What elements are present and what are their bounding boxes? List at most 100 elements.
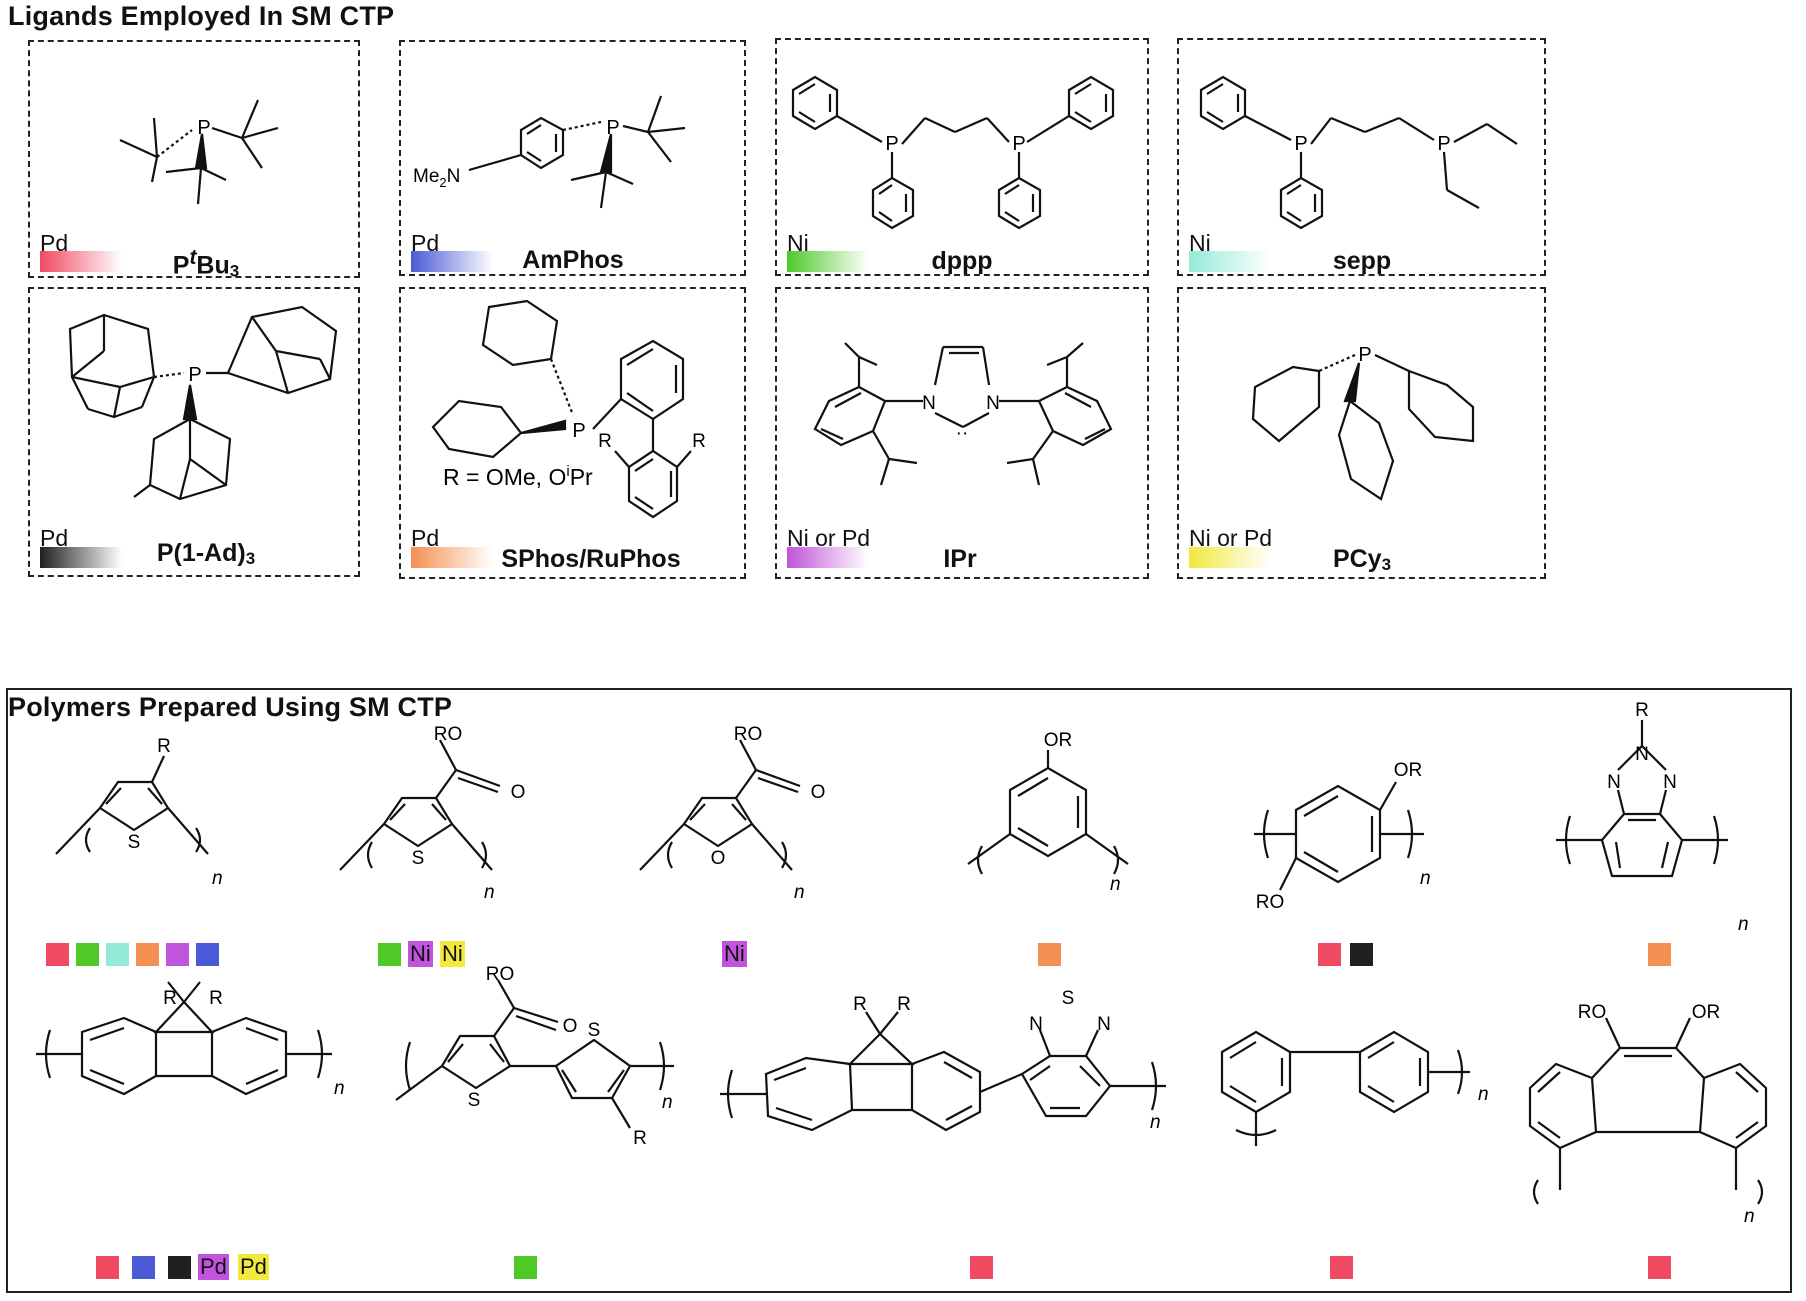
- polymer-fluorene: [36, 981, 332, 1096]
- chip-amphos: [196, 943, 219, 966]
- chip-sepp: [106, 943, 129, 966]
- ligand-box-ipr: N N ·· Ni or Pd IPr: [775, 287, 1149, 579]
- chip-pcy3-pd: Pd: [238, 1254, 269, 1280]
- ptbu3-structure: P: [119, 99, 279, 205]
- ligand-box-pcy3: P Ni or Pd PCy3: [1177, 287, 1546, 579]
- repeat-n: n: [662, 1092, 673, 1113]
- repeat-n: n: [484, 882, 495, 903]
- metal-label-p1ad3: Pd: [40, 525, 69, 551]
- polymers-section-title: Polymers Prepared Using SM CTP: [8, 692, 453, 722]
- chip-dppp: [514, 1256, 537, 1279]
- ligand-box-sphos: P R R R = OMe, OiPr Pd SPhos/RuPhos: [399, 287, 746, 579]
- atom-label-n: N: [986, 393, 1000, 414]
- atom-label-n: N: [922, 393, 936, 414]
- polymer-phenanthrene: [1528, 1017, 1768, 1205]
- chip-sphos: [1648, 943, 1671, 966]
- atom-label-r: R: [633, 1128, 647, 1149]
- atom-label-p: P: [1294, 133, 1307, 155]
- ligand-name-sepp: sepp: [1332, 247, 1392, 275]
- repeat-n: n: [1150, 1112, 1161, 1133]
- atom-label-r: R: [157, 736, 171, 757]
- chip-ptbu3: [1330, 1256, 1353, 1279]
- ligand-box-ptbu3: P Pd PtBu3: [28, 40, 360, 281]
- ligand-box-p1ad3: P Pd P(1-Ad)3: [28, 287, 360, 577]
- ligand-name-pcy3: PCy3: [1332, 545, 1392, 574]
- chip-ipr-pd: Pd: [198, 1254, 229, 1280]
- polymer-biphenylene: [1220, 1030, 1470, 1146]
- atom-label-r: R: [1635, 700, 1649, 721]
- chip-sphos: [136, 943, 159, 966]
- polymer-bithiophene-ester: [395, 979, 674, 1129]
- atom-label-o: O: [711, 848, 726, 869]
- color-swatch-dppp: [787, 251, 869, 272]
- atom-label-ro: RO: [434, 724, 463, 745]
- chip-pcy3-ni: Ni: [440, 941, 465, 967]
- atom-label-or: OR: [1394, 760, 1423, 781]
- atom-label-n: N: [1663, 772, 1677, 793]
- polymer-benzotriazole: [1556, 720, 1728, 878]
- atom-label-r: R: [163, 988, 177, 1009]
- ligand-name-sphos: SPhos/RuPhos: [501, 545, 681, 573]
- repeat-n: n: [1744, 1206, 1755, 1227]
- repeat-n: n: [212, 868, 223, 889]
- repeat-n: n: [794, 882, 805, 903]
- polymer-thiophene-ester: [339, 739, 501, 871]
- chip-dppp: [76, 943, 99, 966]
- color-swatch-sphos: [411, 547, 493, 568]
- color-swatch-pcy3: [1189, 547, 1271, 568]
- metal-label-sphos: Pd: [411, 525, 440, 551]
- ligand-name-ipr: IPr: [943, 545, 977, 573]
- polymer-meta-phenylene: [967, 750, 1129, 875]
- repeat-n: n: [1478, 1084, 1489, 1105]
- atom-label-ro: RO: [734, 724, 763, 745]
- ipr-structure: N N ··: [813, 342, 1113, 486]
- color-swatch-ptbu3: [40, 251, 122, 272]
- atom-label-p: P: [572, 420, 585, 442]
- atom-label-s: S: [588, 1020, 601, 1041]
- chip-ptbu3: [1648, 1256, 1671, 1279]
- atom-label-n: N: [1029, 1014, 1043, 1035]
- atom-label-p: P: [1358, 344, 1371, 366]
- atom-label-o: O: [563, 1016, 578, 1037]
- atom-label-s: S: [1062, 988, 1075, 1009]
- chip-ptbu3: [46, 943, 69, 966]
- ligand-box-amphos: P Me2N Pd AmPhos: [399, 40, 746, 276]
- ligand-name-ptbu3: PtBu3: [172, 246, 240, 281]
- atom-label-n: N: [1607, 772, 1621, 793]
- chip-ptbu3: [96, 1256, 119, 1279]
- atom-label-o: O: [511, 782, 526, 803]
- polymer-thiophene-alkyl: [55, 755, 209, 855]
- chip-ptbu3: [970, 1256, 993, 1279]
- sphos-structure: P R R R = OMe, OiPr: [431, 299, 706, 519]
- atom-label-s: S: [412, 848, 425, 869]
- atom-label-or: OR: [1044, 730, 1073, 751]
- color-swatch-amphos: [411, 251, 493, 272]
- repeat-n: n: [334, 1078, 345, 1099]
- r-group-definition: R = OMe, OiPr: [443, 463, 593, 490]
- metal-label-ipr: Ni or Pd: [787, 525, 871, 551]
- atom-label-ro: RO: [1578, 1002, 1607, 1023]
- metal-label-pcy3: Ni or Pd: [1189, 525, 1273, 551]
- chip-ipr-ni: Ni: [408, 941, 433, 967]
- ligand-box-dppp: P P Ni dppp: [775, 38, 1149, 276]
- atom-label-p: P: [188, 364, 201, 386]
- polymer-furan-ester: [639, 739, 801, 871]
- chip-ptbu3: [1318, 943, 1341, 966]
- chip-ipr-ni: Ni: [722, 941, 747, 967]
- atom-label-n: N: [1097, 1014, 1111, 1035]
- pcy3-structure: P: [1251, 344, 1475, 501]
- atom-label-r: R: [853, 994, 867, 1015]
- ligand-box-sepp: P P Ni sepp: [1177, 38, 1546, 276]
- atom-label-s: S: [468, 1090, 481, 1111]
- atom-label-me2n: Me2N: [413, 166, 460, 190]
- repeat-n: n: [1110, 874, 1121, 895]
- ligand-name-p1ad3: P(1-Ad)3: [156, 539, 256, 568]
- polymers-panel: [6, 688, 1792, 1293]
- atom-label-p: P: [606, 117, 619, 139]
- atom-label-p: P: [1437, 133, 1450, 155]
- atom-label-or: OR: [1692, 1002, 1721, 1023]
- repeat-n: n: [1420, 868, 1431, 889]
- ligand-name-amphos: AmPhos: [522, 246, 624, 274]
- atom-label-n: N: [1635, 744, 1649, 765]
